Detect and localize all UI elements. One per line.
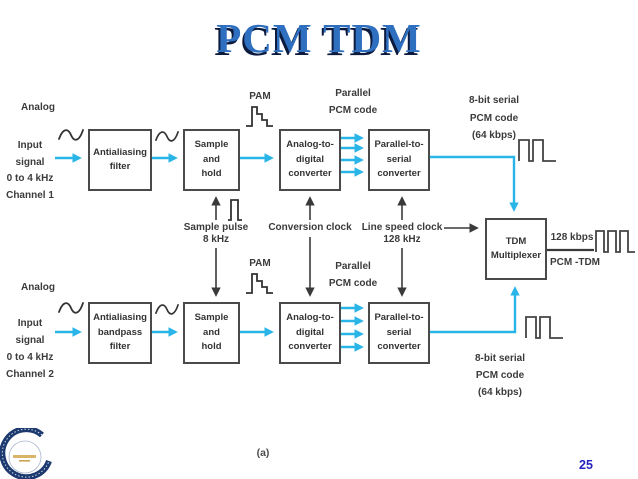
box-label-line: digital [296, 153, 324, 165]
ch2-adc-box: Analog-to- digital converter [279, 302, 341, 364]
ch1-analog-label: Analog [21, 102, 55, 113]
box-label-line: converter [288, 168, 332, 180]
box-label-line: and [203, 153, 220, 165]
label-line: Parallel [335, 261, 371, 272]
sine-wave-icon [155, 131, 179, 142]
box-label-line: converter [288, 341, 332, 353]
label-line: 8 kHz [202, 234, 230, 245]
ch2-antialiasing-bandpass-filter-box: Antialiasing bandpass filter [88, 302, 152, 364]
box-label-line: and [203, 326, 220, 338]
box-label-line: serial [386, 153, 412, 165]
pam-staircase-pulse-icon [246, 273, 273, 294]
pam-staircase-pulse-icon [246, 106, 273, 127]
university-seal-logo [0, 428, 52, 479]
sine-wave-icon [155, 304, 179, 315]
label-line: 8-bit serial [474, 353, 526, 364]
label-line: PCM code [469, 112, 519, 124]
ch1-input-label: Input signal 0 to 4 kHz Channel 1 [0, 138, 60, 204]
square-wave-icon [525, 316, 563, 339]
ch2-sample-hold-box: Sample and hold [183, 302, 240, 364]
conversion-clock-label: Conversion clock [268, 222, 352, 233]
line-speed-clock-label: Line speed clock 128 kHz [358, 222, 446, 246]
box-label-line: TDM [505, 236, 527, 247]
box-label-line: converter [377, 341, 421, 353]
label-line: (64 kbps) [472, 130, 516, 141]
label-line: Sample pulse [183, 222, 249, 233]
box-label-line: Antialiasing [93, 312, 147, 324]
ch1-input-line: 0 to 4 kHz [6, 173, 54, 184]
mux-output-rate-label: 128 kbps [550, 232, 594, 243]
label-line: Parallel [335, 88, 371, 99]
clock-pulse-icon [228, 199, 242, 221]
mux-output-name-label: PCM -TDM [550, 257, 600, 268]
box-label-line: filter [109, 161, 131, 172]
label-line: PCM code [475, 370, 525, 381]
label-line: PCM code [328, 278, 378, 289]
box-label-line: filter [109, 341, 131, 353]
ch1-sample-hold-box: Sample and hold [183, 129, 240, 191]
page-title: PCM TDM [216, 15, 422, 61]
sine-wave-icon [58, 302, 84, 314]
square-wave-3-icon [595, 230, 635, 253]
sine-wave-icon [58, 129, 84, 141]
box-label-line: digital [296, 326, 324, 338]
sample-pulse-label: Sample pulse 8 kHz [179, 222, 253, 246]
box-label-line: converter [377, 168, 421, 180]
ch1-input-line: Input [17, 140, 43, 151]
ch2-pam-label: PAM [249, 258, 271, 269]
ch1-parallel-to-serial-box: Parallel-to- serial converter [368, 129, 430, 191]
box-label-line: Antialiasing [93, 146, 147, 158]
box-label-line: Analog-to- [286, 312, 334, 324]
box-label-line: Multiplexer [490, 250, 542, 261]
page-number: 25 [579, 458, 593, 472]
ch2-input-line: signal [15, 335, 45, 346]
box-label-line: Analog-to- [286, 139, 334, 151]
label-line: 8-bit serial [468, 95, 520, 106]
label-line: PCM code [328, 105, 378, 116]
label-line: 128 kHz [383, 234, 421, 245]
figure-caption: (a) [256, 447, 270, 459]
ch1-parallel-pcm-label: Parallel PCM code [322, 85, 384, 119]
box-label-line: hold [201, 168, 222, 180]
box-label-line: Sample [194, 312, 229, 324]
box-label-line: Parallel-to- [374, 312, 424, 324]
ch1-adc-box: Analog-to- digital converter [279, 129, 341, 191]
ch2-input-line: 0 to 4 kHz [6, 352, 54, 363]
ch2-input-label: Input signal 0 to 4 kHz Channel 2 [0, 315, 60, 383]
ch1-serial-pcm-label: 8-bit serial PCM code (64 kbps) [461, 92, 527, 145]
ch2-analog-label: Analog [21, 282, 55, 293]
box-label-line: serial [386, 326, 412, 338]
ch2-input-line: Input [17, 318, 43, 329]
tdm-multiplexer-box: TDM Multiplexer [485, 218, 547, 280]
ch2-input-line: Channel 2 [6, 369, 54, 380]
ch2-parallel-to-serial-box: Parallel-to- serial converter [368, 302, 430, 364]
box-label-line: bandpass [97, 326, 143, 338]
ch1-antialiasing-filter-box: Antialiasing filter [88, 129, 152, 191]
label-line: (64 kbps) [478, 387, 522, 398]
ch2-serial-pcm-label: 8-bit serial PCM code (64 kbps) [467, 350, 533, 401]
box-label-line: Sample [194, 139, 229, 151]
box-label-line: hold [201, 341, 222, 353]
box-label-line: Parallel-to- [374, 139, 424, 151]
label-line: Line speed clock [361, 222, 443, 233]
ch1-pam-label: PAM [249, 91, 271, 102]
ch1-input-line: signal [15, 156, 45, 168]
ch1-input-line: Channel 1 [6, 189, 54, 201]
ch2-parallel-pcm-label: Parallel PCM code [322, 258, 384, 292]
square-wave-icon [518, 139, 556, 162]
